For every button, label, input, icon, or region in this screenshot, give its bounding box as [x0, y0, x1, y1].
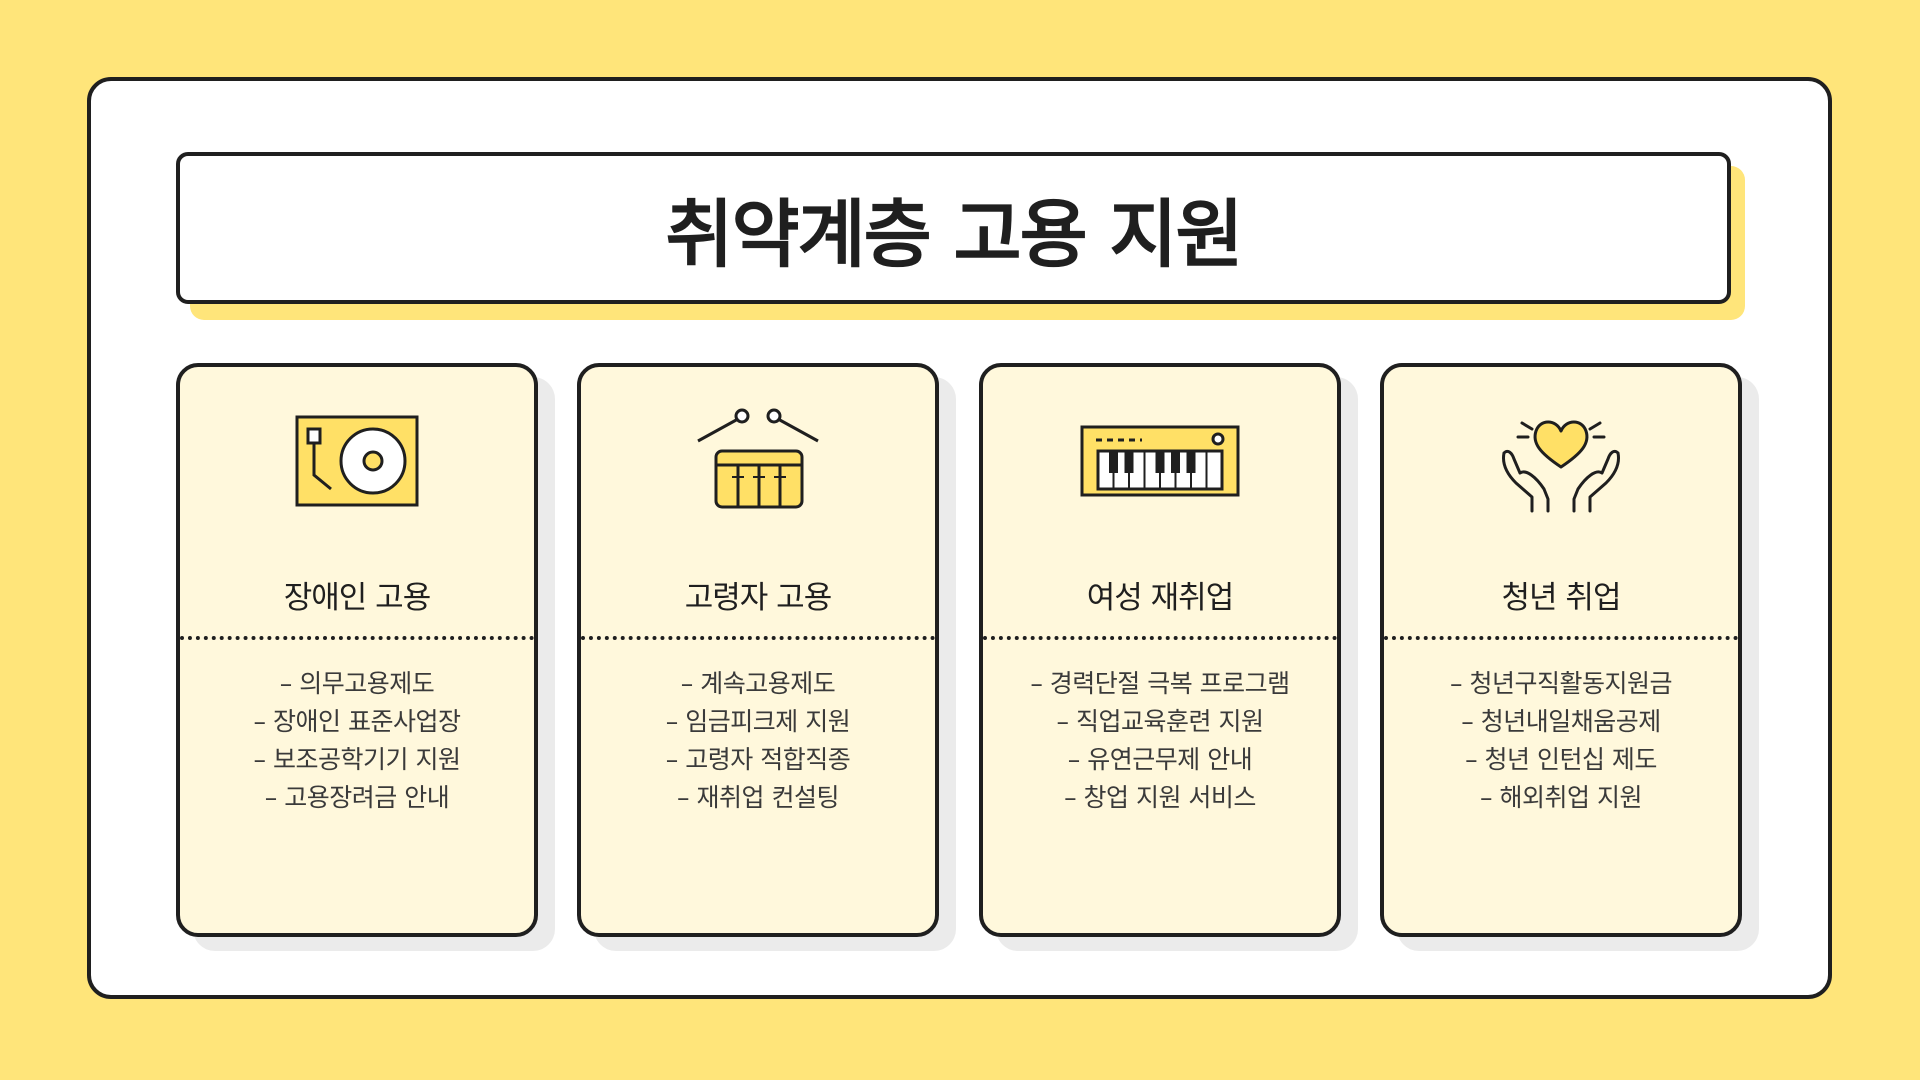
list-item: – 계속고용제도: [680, 669, 836, 698]
list-item: – 의무고용제도: [279, 669, 435, 698]
list-item: – 청년구직활동지원금: [1450, 669, 1672, 698]
list-item: – 유연근무제 안내: [1067, 745, 1253, 774]
card-heading: 청년 취업: [1501, 580, 1622, 616]
list-item: – 창업 지원 서비스: [1064, 783, 1256, 812]
card-youth-employment: 청년 취업 – 청년구직활동지원금 – 청년내일채움공제 – 청년 인턴십 제도…: [1380, 363, 1742, 937]
list-item: – 고용장려금 안내: [264, 783, 450, 812]
card-list: – 계속고용제도 – 임금피크제 지원 – 고령자 적합직종 – 재취업 컨설팅: [581, 665, 935, 817]
list-item: – 직업교육훈련 지원: [1056, 707, 1264, 736]
drum-icon: [581, 407, 935, 515]
page-title: 취약계층 고용 지원: [665, 191, 1243, 278]
list-item: – 임금피크제 지원: [665, 707, 851, 736]
list-item: – 청년 인턴십 제도: [1465, 745, 1657, 774]
dotted-divider: [1384, 636, 1738, 640]
card-women-reemployment: 여성 재취업 – 경력단절 극복 프로그램 – 직업교육훈련 지원 – 유연근무…: [979, 363, 1341, 937]
card-heading: 고령자 고용: [684, 580, 832, 616]
list-item: – 보조공학기기 지원: [253, 745, 461, 774]
title-box: 취약계층 고용 지원: [176, 152, 1731, 304]
card-list: – 청년구직활동지원금 – 청년내일채움공제 – 청년 인턴십 제도 – 해외취…: [1384, 665, 1738, 817]
list-item: – 해외취업 지원: [1480, 783, 1642, 812]
list-item: – 청년내일채움공제: [1461, 707, 1661, 736]
card-senior-employment: 고령자 고용 – 계속고용제도 – 임금피크제 지원 – 고령자 적합직종 – …: [577, 363, 939, 937]
card-heading: 장애인 고용: [283, 580, 431, 616]
keyboard-icon: [983, 407, 1337, 515]
turntable-icon: [180, 407, 534, 515]
card-disabled-employment: 장애인 고용 – 의무고용제도 – 장애인 표준사업장 – 보조공학기기 지원 …: [176, 363, 538, 937]
list-item: – 경력단절 극복 프로그램: [1030, 669, 1290, 698]
dotted-divider: [180, 636, 534, 640]
list-item: – 장애인 표준사업장: [253, 707, 461, 736]
card-list: – 경력단절 극복 프로그램 – 직업교육훈련 지원 – 유연근무제 안내 – …: [983, 665, 1337, 817]
heart-hands-icon: [1384, 407, 1738, 515]
dotted-divider: [581, 636, 935, 640]
card-heading: 여성 재취업: [1086, 580, 1234, 616]
card-list: – 의무고용제도 – 장애인 표준사업장 – 보조공학기기 지원 – 고용장려금…: [180, 665, 534, 817]
list-item: – 재취업 컨설팅: [677, 783, 839, 812]
dotted-divider: [983, 636, 1337, 640]
list-item: – 고령자 적합직종: [665, 745, 851, 774]
